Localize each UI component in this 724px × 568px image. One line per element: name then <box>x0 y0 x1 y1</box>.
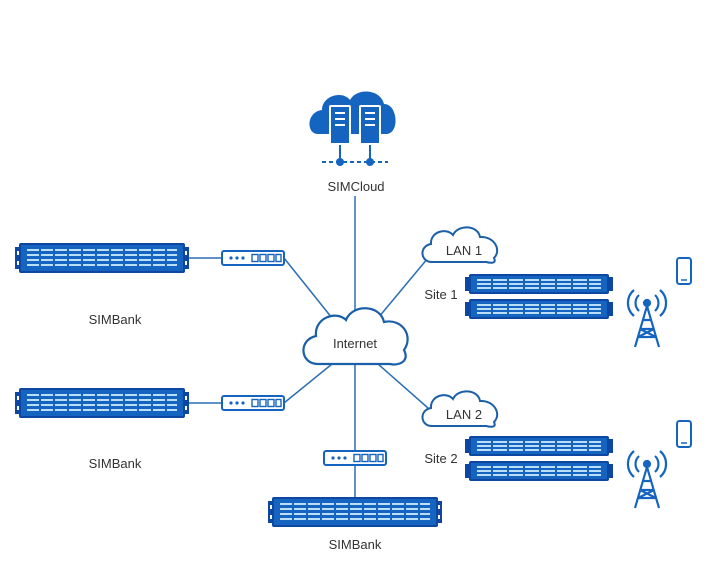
switch-icon <box>323 450 387 466</box>
rack-device-icon <box>268 497 442 527</box>
cloud-icon <box>421 390 499 428</box>
switch-icon <box>221 250 285 266</box>
link-switch1-internet <box>283 257 333 319</box>
rack-device-icon <box>15 388 189 418</box>
cloud-icon <box>421 226 499 264</box>
link-internet-lan1 <box>377 257 429 319</box>
links <box>185 196 429 500</box>
link-internet-lan2 <box>377 363 429 409</box>
simbank-3-node: SIMBank <box>268 450 442 552</box>
lan2-node: LAN 2 <box>421 390 499 428</box>
simcloud-node: SIMCloud <box>309 91 396 194</box>
lan1-node: LAN 1 <box>421 226 499 264</box>
simbank-2-node: SIMBank <box>15 388 285 471</box>
simbank-1-label: SIMBank <box>89 312 142 327</box>
lan2-label: LAN 2 <box>446 407 482 422</box>
internet-label: Internet <box>333 336 377 351</box>
lan1-label: LAN 1 <box>446 243 482 258</box>
site2-label: Site 2 <box>424 451 457 466</box>
site2-node: Site 2 <box>424 420 692 510</box>
gateway-device-icon <box>465 274 613 294</box>
rack-device-icon <box>15 243 189 273</box>
phone-icon <box>676 420 692 448</box>
link-switch2-internet <box>283 363 333 404</box>
simbank-2-label: SIMBank <box>89 456 142 471</box>
site1-node: Site 1 <box>424 257 692 349</box>
internet-node: Internet <box>302 307 409 366</box>
phone-icon <box>676 257 692 285</box>
simbank-3-label: SIMBank <box>329 537 382 552</box>
gateway-device-icon <box>465 436 613 456</box>
simbank-1-node: SIMBank <box>15 243 285 327</box>
gateway-device-icon <box>465 299 613 319</box>
gateway-device-icon <box>465 461 613 481</box>
cell-tower-icon <box>626 449 668 510</box>
cell-tower-icon <box>626 288 668 349</box>
site1-label: Site 1 <box>424 287 457 302</box>
switch-icon <box>221 395 285 411</box>
simcloud-label: SIMCloud <box>327 179 384 194</box>
server-cloud-icon <box>309 91 396 166</box>
cloud-icon <box>302 307 409 366</box>
